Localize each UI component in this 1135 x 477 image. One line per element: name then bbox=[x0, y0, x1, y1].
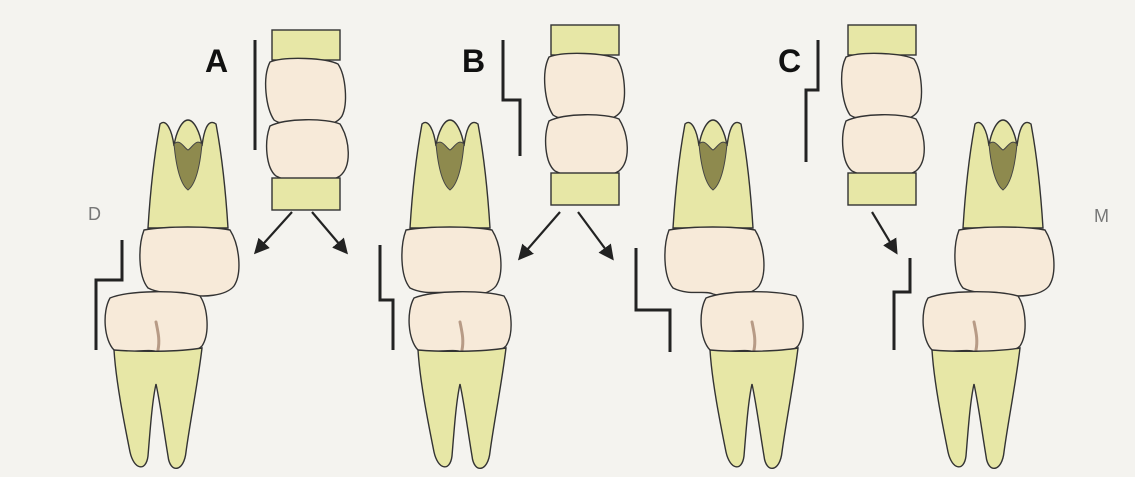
down-left-arrow-icon bbox=[520, 212, 560, 258]
terminal-plane-step-icon bbox=[380, 245, 393, 350]
lower-molar-b bbox=[701, 292, 803, 469]
upper-tooth-a bbox=[266, 30, 349, 210]
mesial-label: M bbox=[1094, 206, 1109, 226]
lower-molar-a-right bbox=[409, 292, 511, 469]
upper-tooth-c bbox=[842, 25, 925, 205]
terminal-plane-step-icon bbox=[894, 258, 910, 350]
panel-label-a: A bbox=[205, 43, 228, 79]
down-right-arrow-icon bbox=[578, 212, 612, 258]
panel-b: B bbox=[462, 25, 803, 468]
lower-molar-a bbox=[105, 292, 207, 469]
lower-molar-c bbox=[923, 292, 1025, 469]
down-right-arrow-icon bbox=[312, 212, 346, 252]
upper-molar-c bbox=[955, 120, 1054, 296]
upper-tooth-b bbox=[545, 25, 628, 205]
mesial-step-line-b bbox=[503, 40, 520, 156]
panel-label-c: C bbox=[778, 43, 801, 79]
distal-label: D bbox=[88, 204, 101, 224]
down-right-arrow-icon bbox=[872, 212, 896, 252]
panel-c: C bbox=[778, 25, 1054, 468]
panel-a: A bbox=[96, 30, 511, 468]
upper-molar-b bbox=[665, 120, 764, 296]
panel-label-b: B bbox=[462, 43, 485, 79]
distal-step-line-c bbox=[806, 40, 818, 162]
down-left-arrow-icon bbox=[256, 212, 292, 252]
upper-molar-a-right bbox=[402, 120, 501, 296]
upper-molar-a bbox=[140, 120, 239, 296]
